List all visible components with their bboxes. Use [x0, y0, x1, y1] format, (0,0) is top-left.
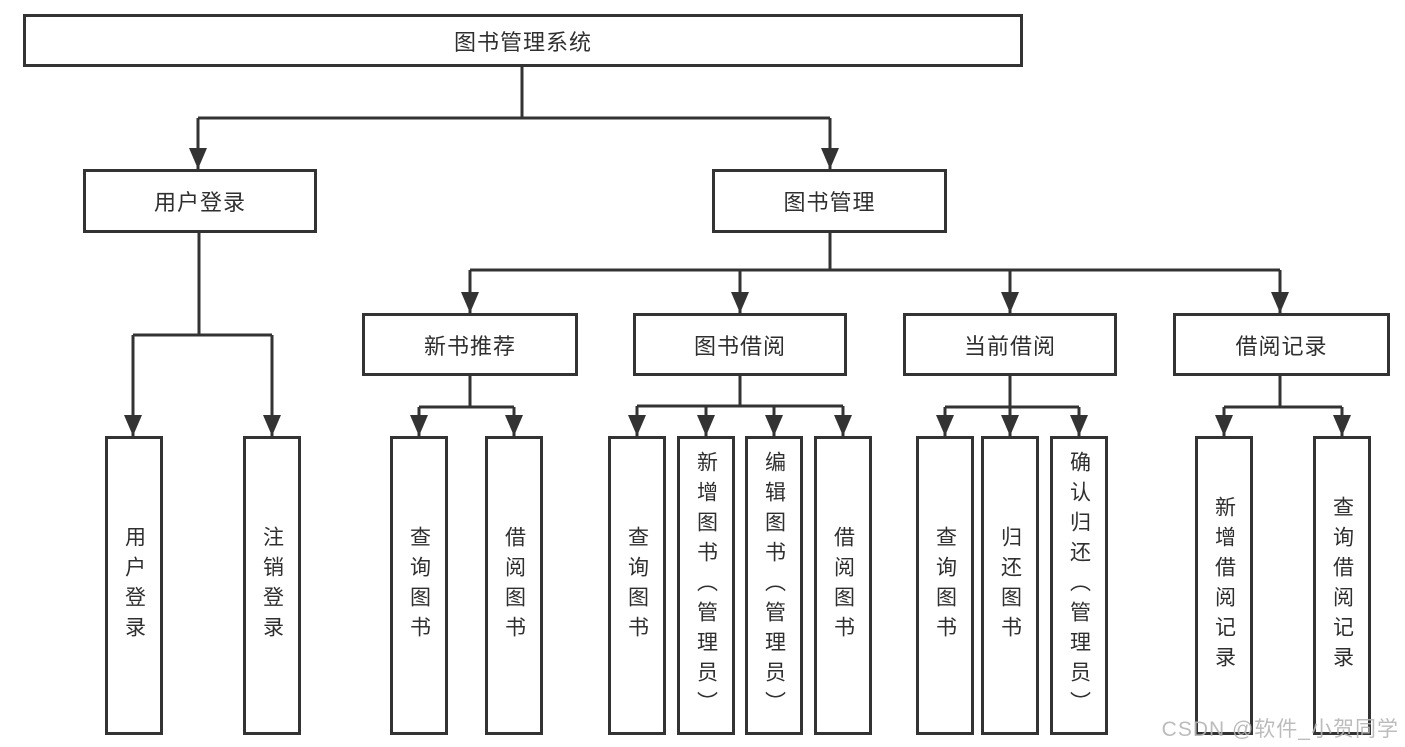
connector-borrowing-records-trunk: [1224, 376, 1342, 409]
node-label: 图书管理系统: [453, 29, 592, 55]
node-label: 借阅记录: [1235, 333, 1328, 359]
connector-new-book-recommend-trunk: [419, 376, 514, 409]
node-label: 图书借阅: [693, 333, 786, 359]
connector-user-login-trunk: [133, 233, 272, 337]
node-leaf-borrow-books: 借阅图书: [814, 436, 872, 735]
node-label: 查询借阅记录: [1330, 495, 1354, 676]
node-leaf-user-login: 用户登录: [105, 436, 163, 735]
node-label: 新增借阅记录: [1212, 495, 1236, 676]
connector-root-trunk: [198, 67, 830, 120]
node-label: 查询图书: [407, 525, 431, 646]
node-leaf-edit-books-admin: 编辑图书（管理员）: [745, 436, 803, 735]
node-leaf-confirm-return-admin: 确认归还（管理员）: [1050, 436, 1108, 735]
node-label: 注销登录: [260, 525, 284, 646]
node-leaf-borrow-books-recommend: 借阅图书: [485, 436, 543, 735]
csdn-watermark: CSDN @软件_小贺同学: [1161, 718, 1399, 741]
node-label: 编辑图书（管理员）: [762, 450, 786, 721]
connector-book-management-trunk: [470, 233, 1280, 272]
node-label: 确认归还（管理员）: [1067, 450, 1091, 721]
node-user-login: 用户登录: [83, 169, 317, 233]
node-leaf-query-borrow-record: 查询借阅记录: [1313, 436, 1371, 735]
node-label: 当前借阅: [963, 333, 1056, 359]
node-library-management-system: 图书管理系统: [23, 14, 1023, 67]
node-leaf-return-books: 归还图书: [981, 436, 1039, 735]
node-leaf-add-books-admin: 新增图书（管理员）: [677, 436, 735, 735]
node-leaf-query-books-recommend: 查询图书: [390, 436, 448, 735]
node-new-book-recommend: 新书推荐: [362, 313, 578, 376]
node-label: 查询图书: [933, 525, 957, 646]
node-label: 归还图书: [998, 525, 1022, 646]
node-leaf-add-borrow-record: 新增借阅记录: [1195, 436, 1253, 735]
node-label: 查询图书: [625, 525, 649, 646]
node-leaf-query-books-borrowing: 查询图书: [608, 436, 666, 735]
node-book-borrowing: 图书借阅: [633, 313, 847, 376]
node-label: 用户登录: [122, 525, 146, 646]
node-borrowing-records: 借阅记录: [1173, 313, 1390, 376]
node-label: 新书推荐: [423, 333, 516, 359]
node-leaf-query-books-current: 查询图书: [916, 436, 974, 735]
node-label: 用户登录: [153, 190, 246, 215]
connector-book-borrowing-trunk: [637, 376, 843, 408]
node-book-management: 图书管理: [712, 169, 947, 233]
node-label: 新增图书（管理员）: [694, 450, 718, 721]
node-label: 借阅图书: [502, 525, 526, 646]
node-label: 借阅图书: [831, 525, 855, 646]
node-current-borrowing: 当前借阅: [903, 313, 1117, 376]
node-label: 图书管理: [783, 190, 876, 215]
connector-current-borrowing-trunk: [945, 376, 1079, 409]
node-leaf-logout: 注销登录: [243, 436, 301, 735]
